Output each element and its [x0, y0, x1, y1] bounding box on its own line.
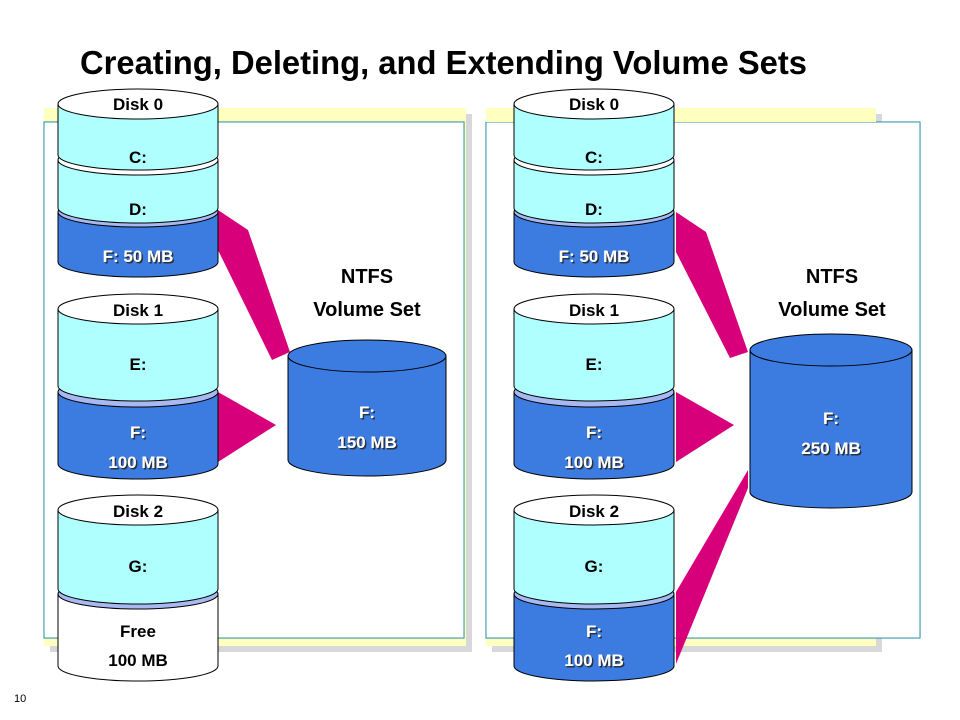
right-disk2-top: [513, 494, 675, 526]
left-disk0-header: Disk 0: [113, 95, 163, 114]
left-disk0-top: [57, 88, 219, 120]
left-volume-f-label-line1: F:: [359, 403, 375, 422]
left-disk1-e-segment: [57, 308, 219, 402]
right-disk0: Disk 0 C: D: F: 50 MB: [513, 88, 675, 278]
left-volume-cylinder-top: [287, 339, 447, 373]
right-volume-cylinder-top: [749, 333, 913, 367]
right-disk0-c-label: C:: [585, 148, 603, 167]
right-disk2-header: Disk 2: [569, 502, 619, 521]
right-disk1-e-label: E:: [586, 355, 603, 374]
right-disk0-d-segment: [513, 159, 675, 224]
right-disk0-f-segment: [513, 211, 675, 278]
left-disk2-g-segment: [57, 509, 219, 605]
left-disk2-free-segment: [57, 593, 219, 682]
right-disk0-top: [513, 88, 675, 120]
right-disk0-f-label: F: 50 MB: [559, 247, 630, 266]
right-connector-disk2: [676, 470, 748, 664]
left-disk2-top: [57, 494, 219, 526]
left-disk1-f-segment: [57, 391, 219, 480]
right-volume-f-label-line1: F:: [823, 409, 839, 428]
right-disk1-f-label-line1: F:: [586, 423, 602, 442]
left-volume-f-label-line2: 150 MB: [337, 433, 397, 452]
right-disk0-c-segment: [513, 103, 675, 171]
left-connector-disk1: [218, 392, 276, 462]
left-disk0-c-segment: [57, 103, 219, 171]
left-disk1-e-label: E:: [130, 355, 147, 374]
right-volume-set: NTFS Volume Set F: 250 MB: [749, 266, 913, 509]
right-disk2-f-label-line1: F:: [586, 622, 602, 641]
left-volume-set: NTFS Volume Set F: 150 MB: [287, 266, 447, 477]
slide-number: 10: [14, 693, 27, 705]
left-disk0: Disk 0 C: D: F: 50 MB: [57, 88, 219, 278]
left-disk1-top: [57, 293, 219, 325]
right-volume-f-label-line2: 250 MB: [801, 439, 861, 458]
right-volume-cylinder-body: [749, 349, 913, 509]
left-disk1-f-label-line1: F:: [130, 423, 146, 442]
left-connector-disk0: [218, 210, 290, 360]
right-disk1-f-segment: [513, 391, 675, 480]
right-disk2-g-label: G:: [585, 557, 604, 576]
right-connectors: [676, 212, 748, 664]
left-disk0-f-label: F: 50 MB: [103, 247, 174, 266]
left-disk2-g-label: G:: [129, 557, 148, 576]
right-volume-set-label-line1: NTFS: [806, 266, 858, 288]
left-volume-cylinder-body: [287, 355, 447, 477]
right-disk1-top: [513, 293, 675, 325]
right-disk2: Disk 2 G: F: 100 MB: [513, 494, 675, 682]
left-panel-border: [43, 121, 465, 639]
left-connectors: [218, 210, 290, 462]
right-disk2-f-segment: [513, 593, 675, 682]
right-disk2-f-label-line2: 100 MB: [564, 651, 624, 670]
right-disk1-f-label-line2: 100 MB: [564, 453, 624, 472]
left-disk1-f-label-line2: 100 MB: [108, 453, 168, 472]
right-disk0-header: Disk 0: [569, 95, 619, 114]
left-disk2-header: Disk 2: [113, 502, 163, 521]
left-disk1: Disk 1 E: F: 100 MB: [57, 293, 219, 480]
left-disk0-f-segment: [57, 211, 219, 278]
left-volume-set-label-line1: NTFS: [341, 266, 393, 288]
left-disk1-header: Disk 1: [113, 301, 163, 320]
left-disk0-c-label: C:: [129, 148, 147, 167]
right-connector-disk1: [676, 392, 734, 462]
left-disk2-free-label-line1: Free: [120, 622, 156, 641]
right-disk2-g-segment: [513, 509, 675, 605]
left-disk2-free-label-line2: 100 MB: [108, 651, 168, 670]
right-volume-set-label-line2: Volume Set: [778, 299, 886, 321]
left-disk0-d-label: D:: [129, 200, 147, 219]
right-disk1-header: Disk 1: [569, 301, 619, 320]
right-disk1-e-segment: [513, 308, 675, 402]
slide-title: Creating, Deleting, and Extending Volume…: [80, 44, 807, 81]
left-disk0-d-segment: [57, 159, 219, 224]
left-volume-set-label-line2: Volume Set: [313, 299, 421, 321]
right-disk0-d-label: D:: [585, 200, 603, 219]
right-connector-disk0: [676, 212, 748, 358]
left-disk2: Disk 2 G: Free 100 MB: [57, 494, 219, 682]
right-disk1: Disk 1 E: F: 100 MB: [513, 293, 675, 480]
